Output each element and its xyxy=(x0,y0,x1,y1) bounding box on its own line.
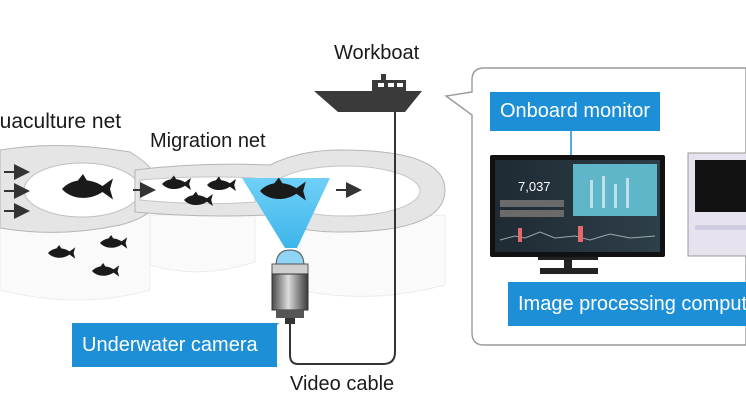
computer-icon xyxy=(687,152,746,257)
fish-count-display: 7,037 xyxy=(518,179,551,194)
migration-net-label: Migration net xyxy=(150,130,266,152)
workboat-label: Workboat xyxy=(334,42,420,64)
onboard-monitor-label: Onboard monitor xyxy=(490,92,661,131)
camera-view-cone xyxy=(242,177,330,248)
camera-icon xyxy=(271,249,309,324)
inflow-arrows xyxy=(4,164,362,219)
video-cable-label: Video cable xyxy=(290,373,395,395)
image-processing-computer-label: Image processing compute xyxy=(508,282,746,326)
aquaculture-net-label: quaculture net xyxy=(0,110,122,133)
underwater-camera-label: Underwater camera xyxy=(72,323,277,367)
monitor-icon xyxy=(490,155,665,274)
boat-icon xyxy=(314,74,422,112)
net-skirts xyxy=(0,214,446,301)
video-cable xyxy=(289,104,396,365)
